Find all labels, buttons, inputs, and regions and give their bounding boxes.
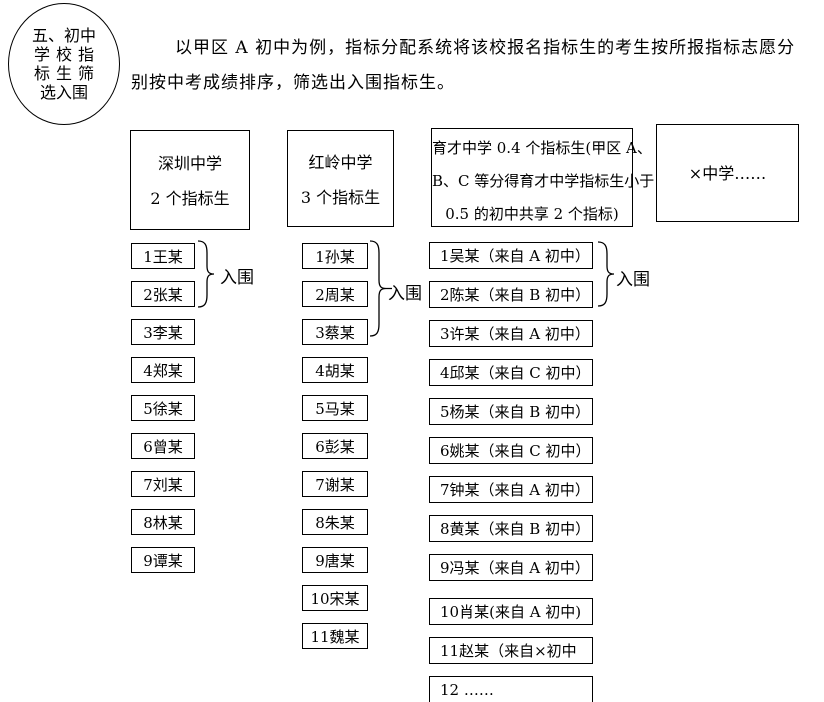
- school-box-other: ×中学……: [656, 124, 799, 222]
- shortlist-label: 入围: [220, 268, 254, 288]
- candidate-box: 5徐某: [131, 395, 195, 421]
- school-box-yucai: 育才中学 0.4 个指标生(甲区 A、 B、C 等分得育才中学指标生小于 0.5…: [431, 128, 655, 227]
- shortlist-label: 入围: [616, 270, 650, 290]
- school-quota-line: 0.5 的初中共享 2 个指标): [445, 205, 619, 223]
- candidate-list-shenzhen: 1王某 2张某 3李某 4郑某 5徐某 6曾某 7刘某 8林某 9谭某: [131, 243, 195, 573]
- bubble-line: 五、初中: [31, 26, 96, 45]
- candidate-list-yucai: 1吴某（来自 A 初中） 2陈某（来自 B 初中） 3许某（来自 A 初中） 4…: [429, 242, 593, 702]
- bubble-line: 标生筛: [33, 64, 100, 83]
- candidate-box: 7刘某: [131, 471, 195, 497]
- shortlist-brace-shenzhen: [197, 240, 215, 308]
- candidate-box: 1王某: [131, 243, 195, 269]
- candidate-box: 6曾某: [131, 433, 195, 459]
- bubble-line: 选入围: [39, 83, 88, 102]
- candidate-box: 5杨某（来自 B 初中）: [429, 398, 593, 425]
- candidate-box: 11魏某: [302, 623, 368, 649]
- section-title-bubble: 五、初中 学校指 标生筛 选入围: [8, 3, 120, 125]
- candidate-box: 9谭某: [131, 547, 195, 573]
- candidate-box: 5马某: [302, 395, 368, 421]
- school-quota: 3 个指标生: [300, 188, 381, 207]
- candidate-box: 10宋某: [302, 585, 368, 611]
- candidate-box: 4郑某: [131, 357, 195, 383]
- candidate-list-hongling: 1孙某 2周某 3蔡某 4胡某 5马某 6彭某 7谢某 8朱某 9唐某 10宋某…: [302, 243, 368, 649]
- candidate-box: 3许某（来自 A 初中）: [429, 320, 593, 347]
- candidate-box: 3李某: [131, 319, 195, 345]
- school-quota-line: B、C 等分得育才中学指标生小于: [432, 172, 655, 190]
- candidate-box: 8林某: [131, 509, 195, 535]
- shortlist-brace-yucai: [597, 241, 615, 307]
- school-name: 红岭中学: [308, 153, 373, 172]
- candidate-box: 10肖某(来自 A 初中): [429, 598, 593, 625]
- school-quota-line: 育才中学 0.4 个指标生(甲区 A、: [432, 139, 652, 157]
- candidate-box: 3蔡某: [302, 319, 368, 345]
- candidate-box: 6彭某: [302, 433, 368, 459]
- school-name: 深圳中学: [157, 154, 222, 173]
- shortlist-label: 入围: [388, 284, 422, 304]
- candidate-box: 4邱某（来自 C 初中）: [429, 359, 593, 386]
- bubble-line: 学校指: [33, 45, 100, 64]
- candidate-box: 2陈某（来自 B 初中）: [429, 281, 593, 308]
- intro-paragraph-line-1: 以甲区 A 初中为例，指标分配系统将该校报名指标生的考生按所报指标志愿分: [175, 38, 796, 58]
- candidate-box: 2张某: [131, 281, 195, 307]
- candidate-box: 1孙某: [302, 243, 368, 269]
- candidate-box: 11赵某（来自×初中: [429, 637, 593, 664]
- candidate-box: 8黄某（来自 B 初中）: [429, 515, 593, 542]
- school-name: ×中学……: [688, 163, 767, 183]
- school-box-shenzhen: 深圳中学 2 个指标生: [130, 130, 250, 230]
- candidate-box: 1吴某（来自 A 初中）: [429, 242, 593, 269]
- candidate-box: 9唐某: [302, 547, 368, 573]
- school-box-hongling: 红岭中学 3 个指标生: [287, 130, 394, 227]
- candidate-box: 2周某: [302, 281, 368, 307]
- school-quota: 2 个指标生: [150, 189, 230, 208]
- candidate-box: 9冯某（来自 A 初中）: [429, 554, 593, 581]
- candidate-box: 7钟某（来自 A 初中）: [429, 476, 593, 503]
- candidate-box: 8朱某: [302, 509, 368, 535]
- candidate-box: 7谢某: [302, 471, 368, 497]
- intro-paragraph-line-2: 别按中考成绩排序，筛选出入围指标生。: [131, 73, 455, 93]
- candidate-box: 6姚某（来自 C 初中）: [429, 437, 593, 464]
- candidate-box: 12 ……: [429, 676, 593, 702]
- shortlist-brace-hongling: [369, 240, 392, 337]
- candidate-box: 4胡某: [302, 357, 368, 383]
